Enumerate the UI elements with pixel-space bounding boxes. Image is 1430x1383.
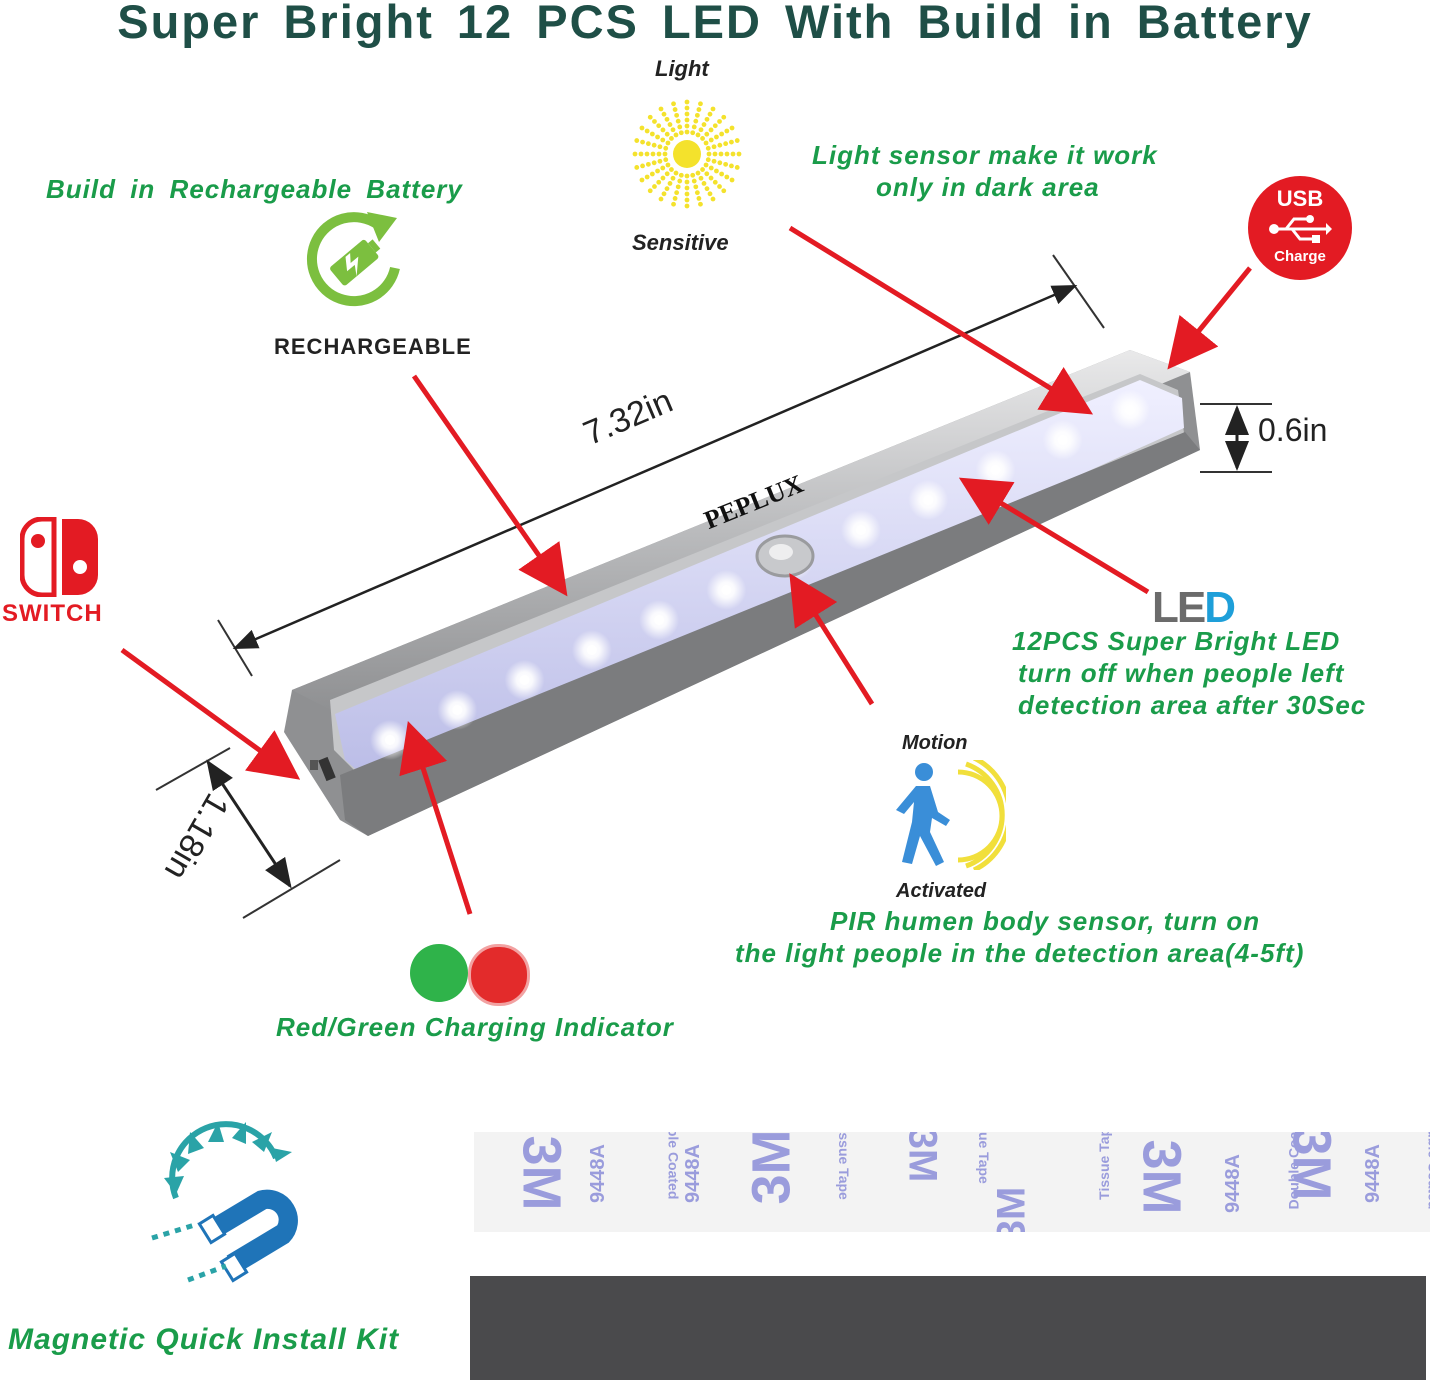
usb-symbol-icon	[1269, 215, 1332, 243]
tape-print: 9448A	[1221, 1154, 1244, 1213]
dimension-length	[217, 254, 1105, 677]
led-logo-part2: D	[1204, 583, 1236, 632]
power-switch	[318, 756, 336, 782]
tape-print: 3M	[741, 1132, 802, 1205]
red-dot	[468, 944, 530, 1006]
usb-badge-bottom: Charge	[1274, 248, 1326, 265]
arrow-battery	[411, 374, 568, 597]
usb-icon: USB Charge	[1248, 176, 1352, 280]
switch-toggle-icon	[19, 516, 100, 598]
tape-print: Tissue Tape	[1095, 1132, 1112, 1200]
tape-print: Tissue Tape	[975, 1132, 992, 1184]
arrow-pir	[789, 573, 875, 706]
motion-caption-bottom: Activated	[896, 880, 987, 902]
tape-print: 3M	[900, 1132, 945, 1183]
led-logo: LED	[1152, 583, 1236, 632]
sun-icon	[630, 97, 744, 211]
led-dot-core	[1125, 405, 1135, 415]
red-green-dots-icon	[410, 944, 530, 1006]
tape-print: 3M	[1131, 1139, 1192, 1215]
tape-print: 9448A	[681, 1144, 704, 1203]
tape-print: 3M	[1281, 1132, 1342, 1201]
led-dot-core	[452, 705, 463, 715]
indicator-label: Red/Green Charging Indicator	[276, 1012, 674, 1042]
tape-print: Double Coated	[1425, 1132, 1430, 1210]
arrow-light-sensor	[788, 225, 1094, 415]
led-dot-core	[586, 645, 597, 655]
arrow-switch	[120, 647, 301, 780]
motion-caption-top: Motion	[902, 732, 968, 754]
led-dot-core	[654, 615, 665, 625]
motion-label-line1: PIR humen body sensor, turn on	[830, 906, 1261, 936]
page-title: Super Bright 12 PCS LED With Build in Ba…	[117, 0, 1313, 48]
switch-label: SWITCH	[2, 600, 103, 627]
light-sensor-label-line1: Light sensor make it work	[812, 140, 1158, 170]
magnet-icon	[148, 1118, 318, 1288]
arrow-indicator	[399, 720, 473, 915]
light-sensor-label-line2: only in dark area	[876, 172, 1100, 202]
led-dot-core	[721, 585, 732, 595]
led-logo-part1: LE	[1152, 583, 1206, 632]
motion-label-line2: the light people in the detection area(4…	[735, 938, 1305, 968]
metal-plate	[470, 1276, 1426, 1380]
battery-label: Build in Rechargeable Battery	[46, 174, 463, 204]
tape-print: 3M	[989, 1186, 1034, 1232]
tape-print: Tissue Tape	[835, 1132, 852, 1200]
dimension-width	[155, 747, 341, 919]
light-caption-bottom: Sensitive	[632, 230, 729, 255]
arrow-led	[958, 477, 1150, 595]
led-dot-core	[990, 465, 1001, 475]
walking-person-icon	[886, 755, 1012, 873]
led-dot-core	[519, 675, 530, 685]
dimension-height-label: 0.6in	[1258, 412, 1328, 448]
led-dot-core	[855, 525, 866, 535]
usb-port	[310, 760, 318, 770]
usb-badge-top: USB	[1276, 186, 1324, 211]
dimension-height	[1200, 403, 1272, 473]
led-dot-core	[1057, 435, 1068, 445]
tape-print: 3M	[511, 1135, 572, 1211]
led-dot-core	[923, 495, 934, 505]
led-label-line1: 12PCS Super Bright LED	[1012, 626, 1341, 656]
led-label-line3: detection area after 30Sec	[1018, 690, 1367, 720]
tape-print: 9448A	[586, 1144, 609, 1203]
callout-arrows	[120, 225, 1252, 915]
arrow-usb	[1167, 266, 1252, 370]
tape-print: 9448A	[1361, 1144, 1384, 1203]
led-dot-core	[385, 735, 395, 745]
light-caption-top: Light	[655, 56, 709, 81]
green-dot	[410, 944, 468, 1002]
install-label: Magnetic Quick Install Kit	[8, 1323, 400, 1356]
led-label-line2: turn off when people left	[1018, 658, 1345, 688]
tape-print: Double Coated	[665, 1132, 682, 1200]
